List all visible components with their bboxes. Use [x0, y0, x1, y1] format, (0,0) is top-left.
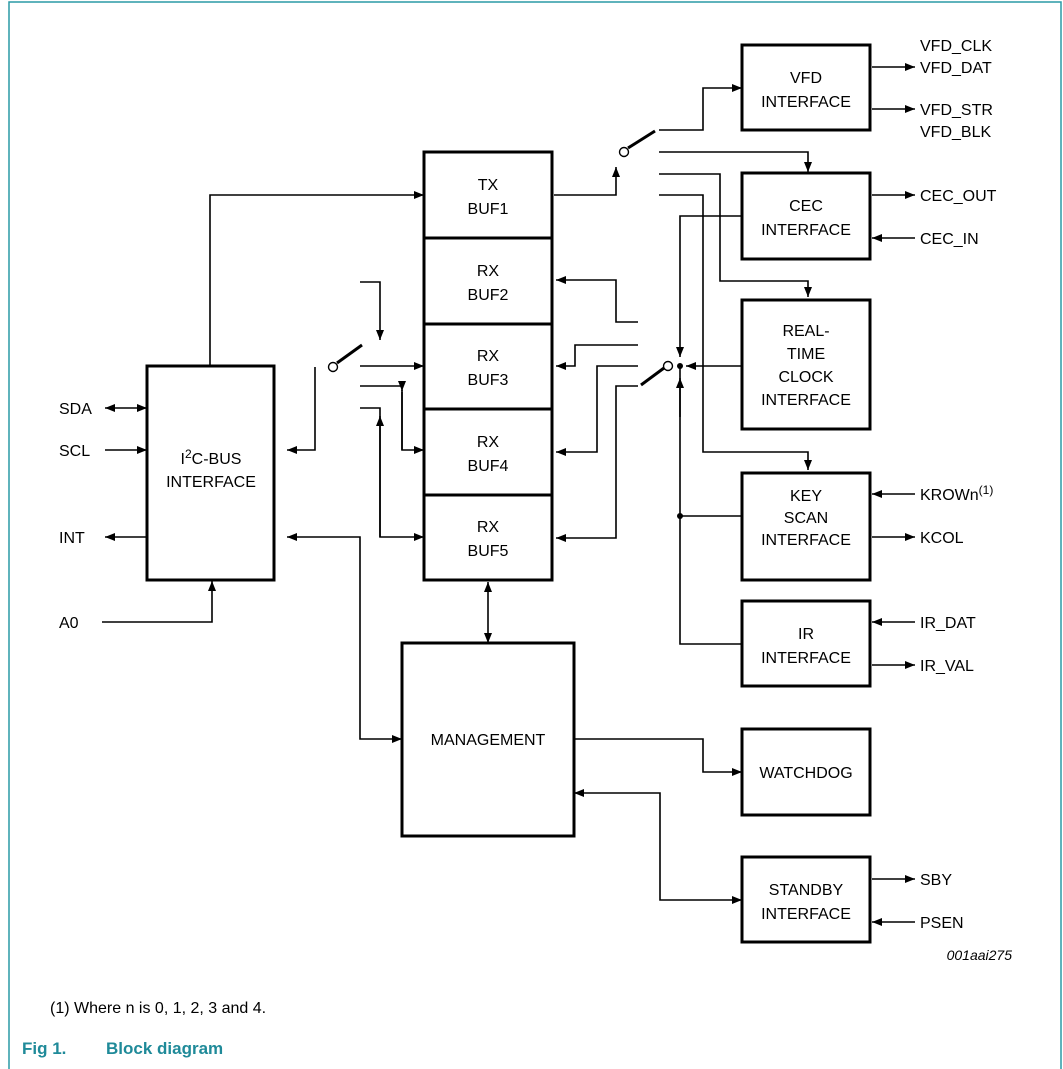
svg-text:REAL-: REAL-	[782, 323, 829, 340]
switches	[327, 129, 683, 519]
pin-cec-out: CEC_OUT	[920, 188, 997, 205]
standby-interface-block: STANDBY INTERFACE	[740, 855, 872, 944]
svg-text:INTERFACE: INTERFACE	[761, 392, 851, 409]
svg-text:CEC: CEC	[789, 198, 823, 215]
pin-ir-val: IR_VAL	[920, 658, 974, 675]
svg-text:INTERFACE: INTERFACE	[761, 222, 851, 239]
rx-buf3-block: RX BUF3	[422, 322, 554, 411]
svg-text:BUF3: BUF3	[468, 372, 509, 389]
svg-text:RX: RX	[477, 519, 500, 536]
svg-text:STANDBY: STANDBY	[769, 882, 844, 899]
i2c-label-line2: INTERFACE	[166, 474, 256, 491]
svg-text:I2C-BUS: I2C-BUS	[181, 447, 242, 468]
figure-title: Block diagram	[106, 1039, 223, 1058]
cec-interface-block: CEC INTERFACE	[740, 171, 872, 261]
svg-text:VFD: VFD	[790, 70, 822, 87]
pin-ir-dat: IR_DAT	[920, 615, 976, 632]
svg-text:KEY: KEY	[790, 488, 822, 505]
vfd-switch	[627, 129, 656, 150]
svg-text:INTERFACE: INTERFACE	[761, 532, 851, 549]
footnote: (1) Where n is 0, 1, 2, 3 and 4.	[50, 1000, 266, 1017]
svg-text:MANAGEMENT: MANAGEMENT	[431, 732, 546, 749]
pin-cec-in: CEC_IN	[920, 231, 979, 248]
ir-interface-block: IR INTERFACE	[740, 599, 872, 688]
management-block: MANAGEMENT	[400, 641, 576, 838]
rx-buf5-block: RX BUF5	[422, 493, 554, 582]
key-scan-interface-block: KEY SCAN INTERFACE	[740, 471, 872, 582]
left-buffer-switch	[336, 343, 363, 365]
pin-krown: KROWn(1)	[920, 483, 993, 504]
pin-int: INT	[59, 530, 85, 547]
svg-text:BUF4: BUF4	[468, 458, 509, 475]
svg-text:RX: RX	[477, 434, 500, 451]
junction-dot	[677, 363, 683, 369]
svg-text:RX: RX	[477, 348, 500, 365]
junction-dot	[677, 513, 683, 519]
figure-reference-code: 001aai275	[947, 947, 1013, 963]
figure-frame	[8, 1, 1062, 1069]
figure-number: Fig 1.	[22, 1039, 66, 1058]
svg-text:CLOCK: CLOCK	[778, 369, 833, 386]
pin-vfd-str: VFD_STR	[920, 102, 993, 119]
rx-switch	[640, 366, 665, 387]
pin-scl: SCL	[59, 443, 90, 460]
pin-sby: SBY	[920, 872, 952, 889]
tx-buf1-block: TX BUF1	[422, 150, 554, 240]
rx-buf4-block: RX BUF4	[422, 407, 554, 497]
watchdog-block: WATCHDOG	[740, 727, 872, 817]
svg-text:IR: IR	[798, 626, 814, 643]
i2c-bus-interface-block: I2C-BUS INTERFACE	[145, 364, 276, 582]
svg-text:RX: RX	[477, 263, 500, 280]
svg-text:BUF5: BUF5	[468, 543, 509, 560]
svg-text:WATCHDOG: WATCHDOG	[759, 765, 852, 782]
real-time-clock-interface-block: REAL- TIME CLOCK INTERFACE	[740, 298, 872, 431]
svg-text:SCAN: SCAN	[784, 510, 828, 527]
svg-text:TX: TX	[478, 177, 499, 194]
pin-vfd-blk: VFD_BLK	[920, 124, 991, 141]
vfd-interface-block: VFD INTERFACE	[740, 43, 872, 132]
pin-vfd-dat: VFD_DAT	[920, 60, 992, 77]
svg-text:INTERFACE: INTERFACE	[761, 650, 851, 667]
svg-text:INTERFACE: INTERFACE	[761, 94, 851, 111]
pin-a0: A0	[59, 615, 79, 632]
rx-buf2-block: RX BUF2	[422, 236, 554, 326]
pin-sda: SDA	[59, 401, 92, 418]
pin-kcol: KCOL	[920, 530, 964, 547]
svg-text:BUF2: BUF2	[468, 287, 509, 304]
pin-labels: SDA SCL INT A0 VFD_CLK VFD_DAT VFD_STR V…	[59, 38, 997, 932]
pin-psen: PSEN	[920, 915, 964, 932]
svg-text:TIME: TIME	[787, 346, 825, 363]
i2c-label-line1: I2C-BUS	[181, 447, 242, 468]
connection-lines	[102, 63, 915, 926]
pin-vfd-clk: VFD_CLK	[920, 38, 992, 55]
svg-text:INTERFACE: INTERFACE	[761, 906, 851, 923]
svg-text:BUF1: BUF1	[468, 201, 509, 218]
